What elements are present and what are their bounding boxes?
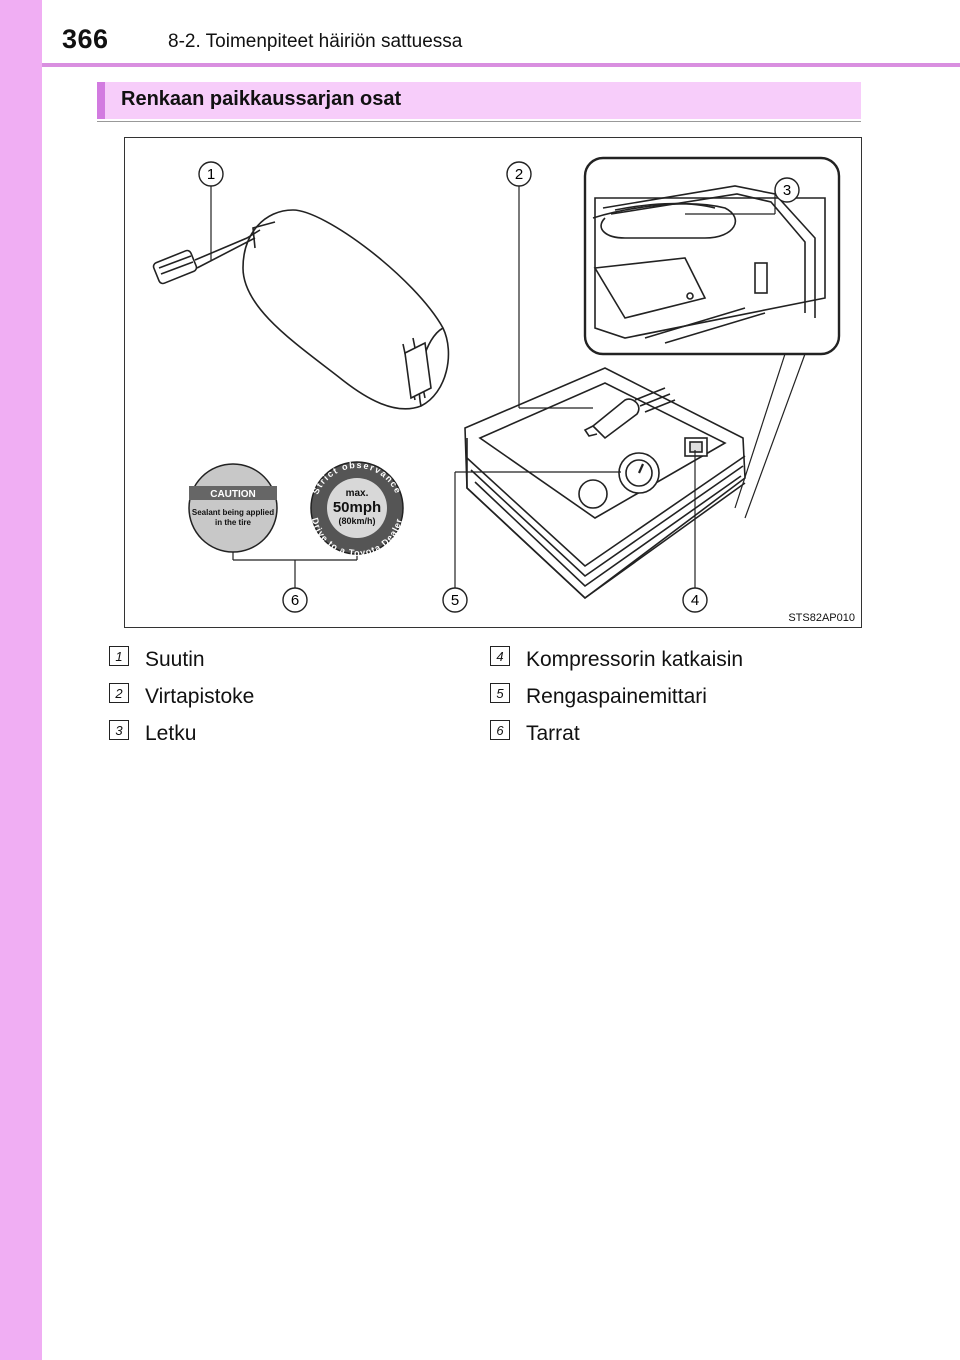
svg-text:6: 6 bbox=[291, 592, 299, 609]
legend-number: 5 bbox=[490, 683, 510, 703]
callout-1: 1 bbox=[198, 161, 224, 187]
section-divider bbox=[97, 121, 861, 122]
callout-2: 2 bbox=[506, 161, 532, 187]
legend-number: 3 bbox=[109, 720, 129, 740]
legend-label: Rengaspainemittari bbox=[526, 685, 707, 708]
callout-4: 4 bbox=[682, 587, 708, 613]
callout-3: 3 bbox=[774, 177, 800, 203]
svg-text:4: 4 bbox=[691, 592, 699, 609]
callout-5: 5 bbox=[442, 587, 468, 613]
svg-text:3: 3 bbox=[783, 182, 791, 199]
repair-kit-illustration: CAUTION Sealant being applied in the tir… bbox=[124, 137, 862, 628]
callout-leaders bbox=[210, 186, 806, 588]
svg-text:2: 2 bbox=[515, 166, 523, 183]
compressor-unit bbox=[464, 367, 746, 600]
illustration-svg: CAUTION Sealant being applied in the tir… bbox=[152, 156, 841, 613]
caution-heading: CAUTION bbox=[210, 489, 256, 500]
legend-label: Kompressorin katkaisin bbox=[526, 648, 744, 671]
section-heading-bar: Renkaan paikkaussarjan osat bbox=[97, 82, 861, 119]
section-title: Renkaan paikkaussarjan osat bbox=[121, 88, 402, 110]
caution-sticker: CAUTION Sealant being applied in the tir… bbox=[188, 463, 278, 553]
speed-sticker-speed: 50mph bbox=[333, 499, 381, 516]
legend-label: Virtapistoke bbox=[145, 685, 255, 708]
legend-number: 6 bbox=[490, 720, 510, 740]
figure-code: STS82AP010 bbox=[788, 612, 855, 624]
sealant-bottle bbox=[152, 209, 450, 410]
callout-6: 6 bbox=[282, 587, 308, 613]
legend-number: 1 bbox=[109, 646, 129, 666]
hose-closeup bbox=[583, 156, 841, 356]
chapter-title: 8-2. Toimenpiteet häiriön sattuessa bbox=[168, 31, 463, 52]
caution-line-1: Sealant being applied bbox=[192, 508, 274, 517]
legend-label: Suutin bbox=[145, 648, 205, 671]
legend-number: 2 bbox=[109, 683, 129, 703]
svg-text:1: 1 bbox=[207, 166, 215, 183]
svg-text:5: 5 bbox=[451, 592, 459, 609]
legend-label: Letku bbox=[145, 722, 197, 745]
speed-sticker: Strict observance Drive to a Toyota Deal… bbox=[310, 460, 404, 558]
header-divider bbox=[42, 63, 960, 67]
page-number: 366 bbox=[62, 24, 109, 54]
speed-sticker-metric: (80km/h) bbox=[338, 516, 375, 526]
side-color-band bbox=[0, 0, 42, 1360]
legend-label: Tarrat bbox=[526, 722, 580, 745]
speed-sticker-max: max. bbox=[346, 488, 369, 499]
legend-number: 4 bbox=[490, 646, 510, 666]
caution-line-2: in the tire bbox=[215, 518, 252, 527]
